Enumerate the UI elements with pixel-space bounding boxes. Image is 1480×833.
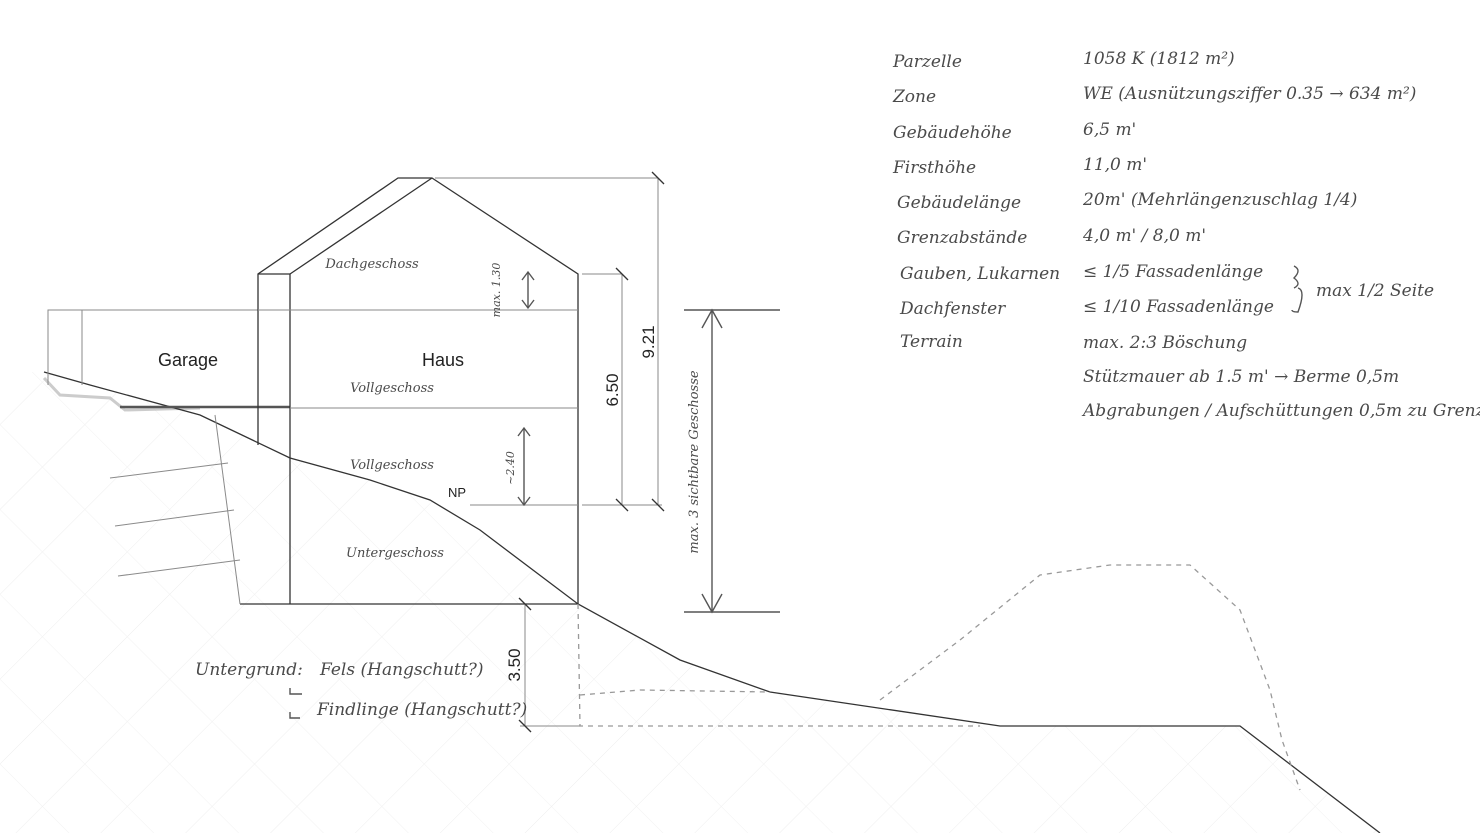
note-label: Zone xyxy=(892,87,936,107)
note-value: WE (Ausnützungsziffer 0.35 → 634 m²) xyxy=(1083,84,1416,104)
note-value: 1058 K (1812 m²) xyxy=(1083,49,1235,69)
dimensions xyxy=(435,171,780,733)
note-value: 4,0 m' / 8,0 m' xyxy=(1082,226,1206,246)
house-label: Haus xyxy=(422,350,464,370)
house xyxy=(240,177,579,605)
note-label: Dachfenster xyxy=(899,299,1006,319)
floor-label-basement: Untergeschoss xyxy=(346,546,444,561)
np-label: NP xyxy=(448,485,466,500)
ground-hatch xyxy=(0,372,1380,833)
ground-shading xyxy=(42,376,201,412)
note-label: Gauben, Lukarnen xyxy=(900,264,1060,284)
floor-label-attic: Dachgeschoss xyxy=(324,257,419,272)
brace-note: max 1/2 Seite xyxy=(1316,281,1434,301)
note-label: Parzelle xyxy=(892,52,962,72)
arrow-icon xyxy=(289,712,300,719)
arrow-icon xyxy=(289,688,302,695)
note-value: Abgrabungen / Aufschüttungen 0,5m zu Gre… xyxy=(1081,401,1480,421)
note-value: ≤ 1/10 Fassadenlänge xyxy=(1083,297,1274,317)
dim-floor-label: ~2.40 xyxy=(504,451,517,485)
ground-title: Untergrund: xyxy=(195,660,303,680)
note-label: Terrain xyxy=(900,332,963,352)
garage-label: Garage xyxy=(158,350,218,370)
ground-line-1: Fels (Hangschutt?) xyxy=(319,660,483,680)
note-value: max. 2:3 Böschung xyxy=(1083,333,1247,353)
note-value: 20m' (Mehrlängenzuschlag 1/4) xyxy=(1082,190,1357,210)
note-label: Gebäudehöhe xyxy=(893,123,1012,143)
ground-line-2: Findlinge (Hangschutt?) xyxy=(316,700,527,720)
floor-label-full-2: Vollgeschoss xyxy=(350,458,434,473)
note-value: 6,5 m' xyxy=(1083,120,1136,140)
note-label: Firsthöhe xyxy=(892,158,976,178)
floor-label-full-1: Vollgeschoss xyxy=(350,381,434,396)
dim-350-label: 3.50 xyxy=(505,648,524,681)
note-value: ≤ 1/5 Fassadenlänge xyxy=(1083,262,1263,282)
note-label: Grenzabstände xyxy=(897,228,1027,248)
garage xyxy=(47,309,290,409)
note-value: 11,0 m' xyxy=(1083,155,1147,175)
note-label: Gebäudelänge xyxy=(897,193,1021,213)
note-value: Stützmauer ab 1.5 m' → Berme 0,5m xyxy=(1083,367,1399,387)
dim-650-label: 6.50 xyxy=(603,373,622,406)
notes-table: Parzelle 1058 K (1812 m²) Zone WE (Ausnü… xyxy=(892,49,1480,421)
dim-921-label: 9.21 xyxy=(639,325,658,358)
dim-max-label: max. 1.30 xyxy=(490,263,503,318)
retaining-wall xyxy=(109,414,241,605)
terrain-line xyxy=(43,371,1381,833)
visible-floors-label: max. 3 sichtbare Geschosse xyxy=(687,370,702,553)
brace-icon xyxy=(1291,265,1303,313)
